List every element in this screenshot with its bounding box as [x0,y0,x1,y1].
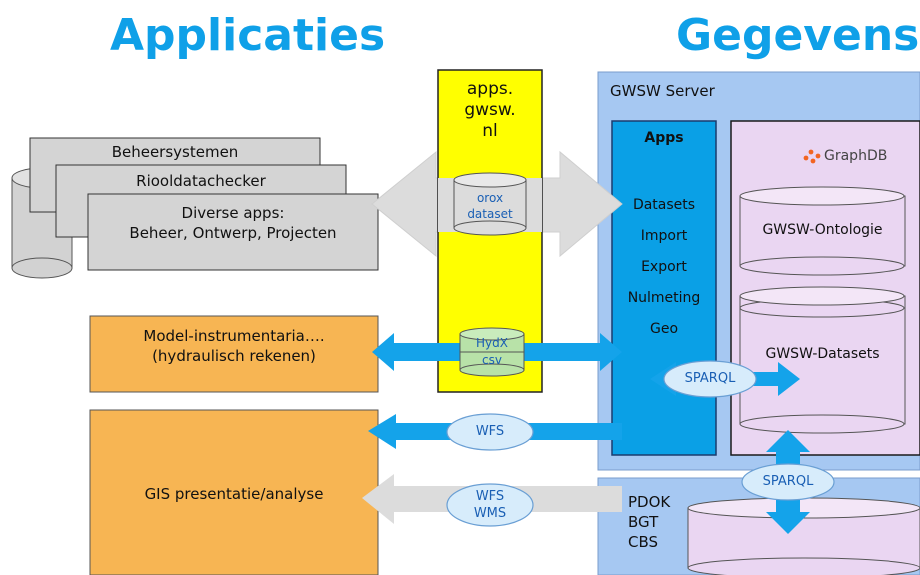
model-line1: Model-instrumentaria…. [143,327,325,345]
wms-line: WMS [473,506,507,521]
pdok-line3: CBS [628,533,659,551]
pdok-label: PDOK BGT CBS [628,492,670,552]
diverse-apps-line1: Diverse apps: [181,204,285,222]
graphdb-logo-text: GraphDB [824,148,888,164]
db-hydx [459,327,525,377]
db-datasets-label: GWSW-Datasets [765,346,880,362]
apps-item-geo: Geo [649,321,679,337]
sparql-ellipse-left [663,360,757,398]
sparql-left-label: SPARQL [684,371,736,386]
model-box-label: Model-instrumentaria…. (hydraulisch reke… [90,326,378,366]
wfs-label: WFS [475,424,505,439]
apps-item-datasets: Datasets [632,197,696,213]
db-ontologie-label: GWSW-Ontologie [762,222,883,238]
apps-gwsw-label: apps. gwsw. nl [438,79,542,142]
apps-item-nulmeting: Nulmeting [627,290,701,306]
card-diverse-apps-label: Diverse apps: Beheer, Ontwerp, Projecten [88,203,378,243]
gwsw-server-title: GWSW Server [610,82,715,100]
wfs-wms-ellipse [446,483,534,527]
pdok-line2: BGT [628,513,659,531]
apps-item-export: Export [641,259,687,275]
db-pdok [687,497,920,575]
apps-gwsw-line2: gwsw. [464,100,516,120]
graphdb-logo-icon [803,149,821,164]
card-beheersystemen-label: Beheersystemen [111,143,239,161]
card-riooldatachecker-label: Riooldatachecker [136,172,266,190]
diverse-apps-line2: Beheer, Ontwerp, Projecten [129,224,337,242]
gis-box [89,409,379,575]
hydx-label: HydX csv [460,335,524,369]
apps-gwsw-line3: nl [482,121,498,141]
db-datasets [739,286,906,434]
gis-box-label: GIS presentatie/analyse [144,485,324,503]
wfs2-line: WFS [475,489,505,504]
apps-panel-list: Datasets Import Export Nulmeting Geo [612,190,716,345]
heading-gegevens: Gegevens [676,10,920,61]
pdok-line1: PDOK [628,493,671,511]
model-line2: (hydraulisch rekenen) [152,347,316,365]
apps-panel [611,120,717,456]
db-ontologie [739,186,906,276]
orox-label: orox dataset [454,190,526,222]
apps-item-import: Import [640,228,688,244]
db-orox [453,172,527,236]
orox-line1: orox [476,191,504,205]
sparql-ellipse-right [741,463,835,501]
apps-gwsw-line1: apps. [466,79,514,99]
wfs-wms-label: WFS WMS [447,488,533,522]
apps-panel-title: Apps [644,130,684,146]
model-box [89,315,379,393]
wfs-ellipse [446,413,534,451]
orox-line2: dataset [467,207,513,221]
hydx-line2: csv [482,353,502,367]
card-diverse-apps [87,193,379,271]
hydx-line1: HydX [476,336,508,350]
heading-applicaties: Applicaties [110,10,386,61]
sparql-right-label: SPARQL [762,474,814,489]
